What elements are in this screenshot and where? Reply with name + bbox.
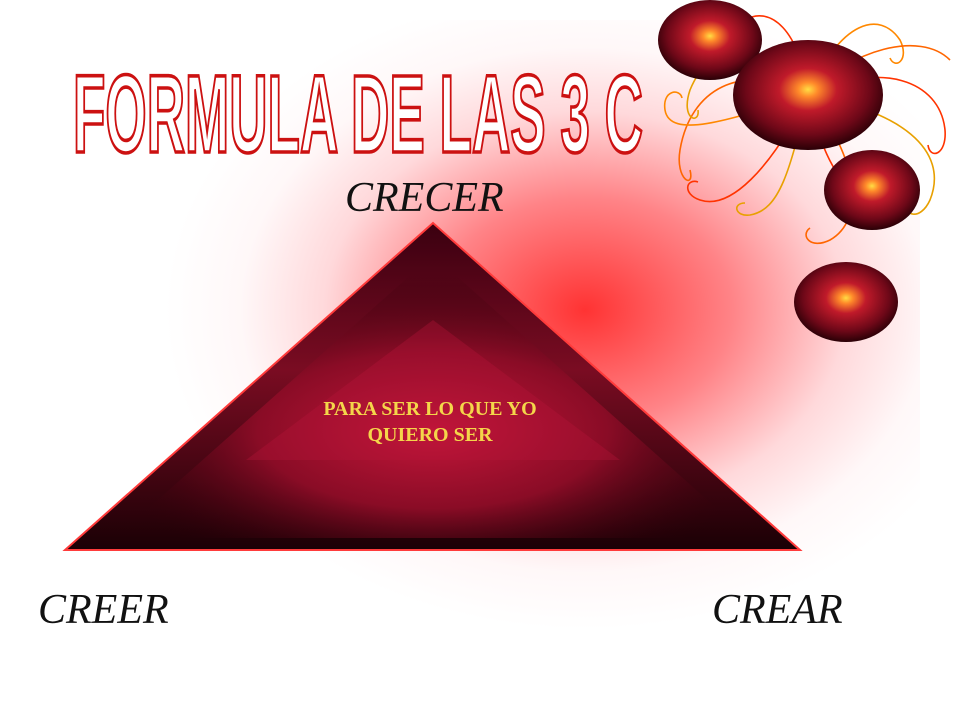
pyramid-triangle <box>62 221 803 551</box>
slide-title: FORMULA DE LAS 3 C <box>71 51 644 158</box>
label-crecer: CRECER <box>345 175 504 221</box>
svg-text:FORMULA DE LAS 3 C: FORMULA DE LAS 3 C <box>73 53 643 158</box>
center-text: PARA SER LO QUE YO QUIERO SER <box>323 398 537 446</box>
red-orbs-with-curly-rays-icon <box>658 0 951 342</box>
label-crear: CREAR <box>712 587 843 633</box>
label-creer: CREER <box>38 587 169 633</box>
